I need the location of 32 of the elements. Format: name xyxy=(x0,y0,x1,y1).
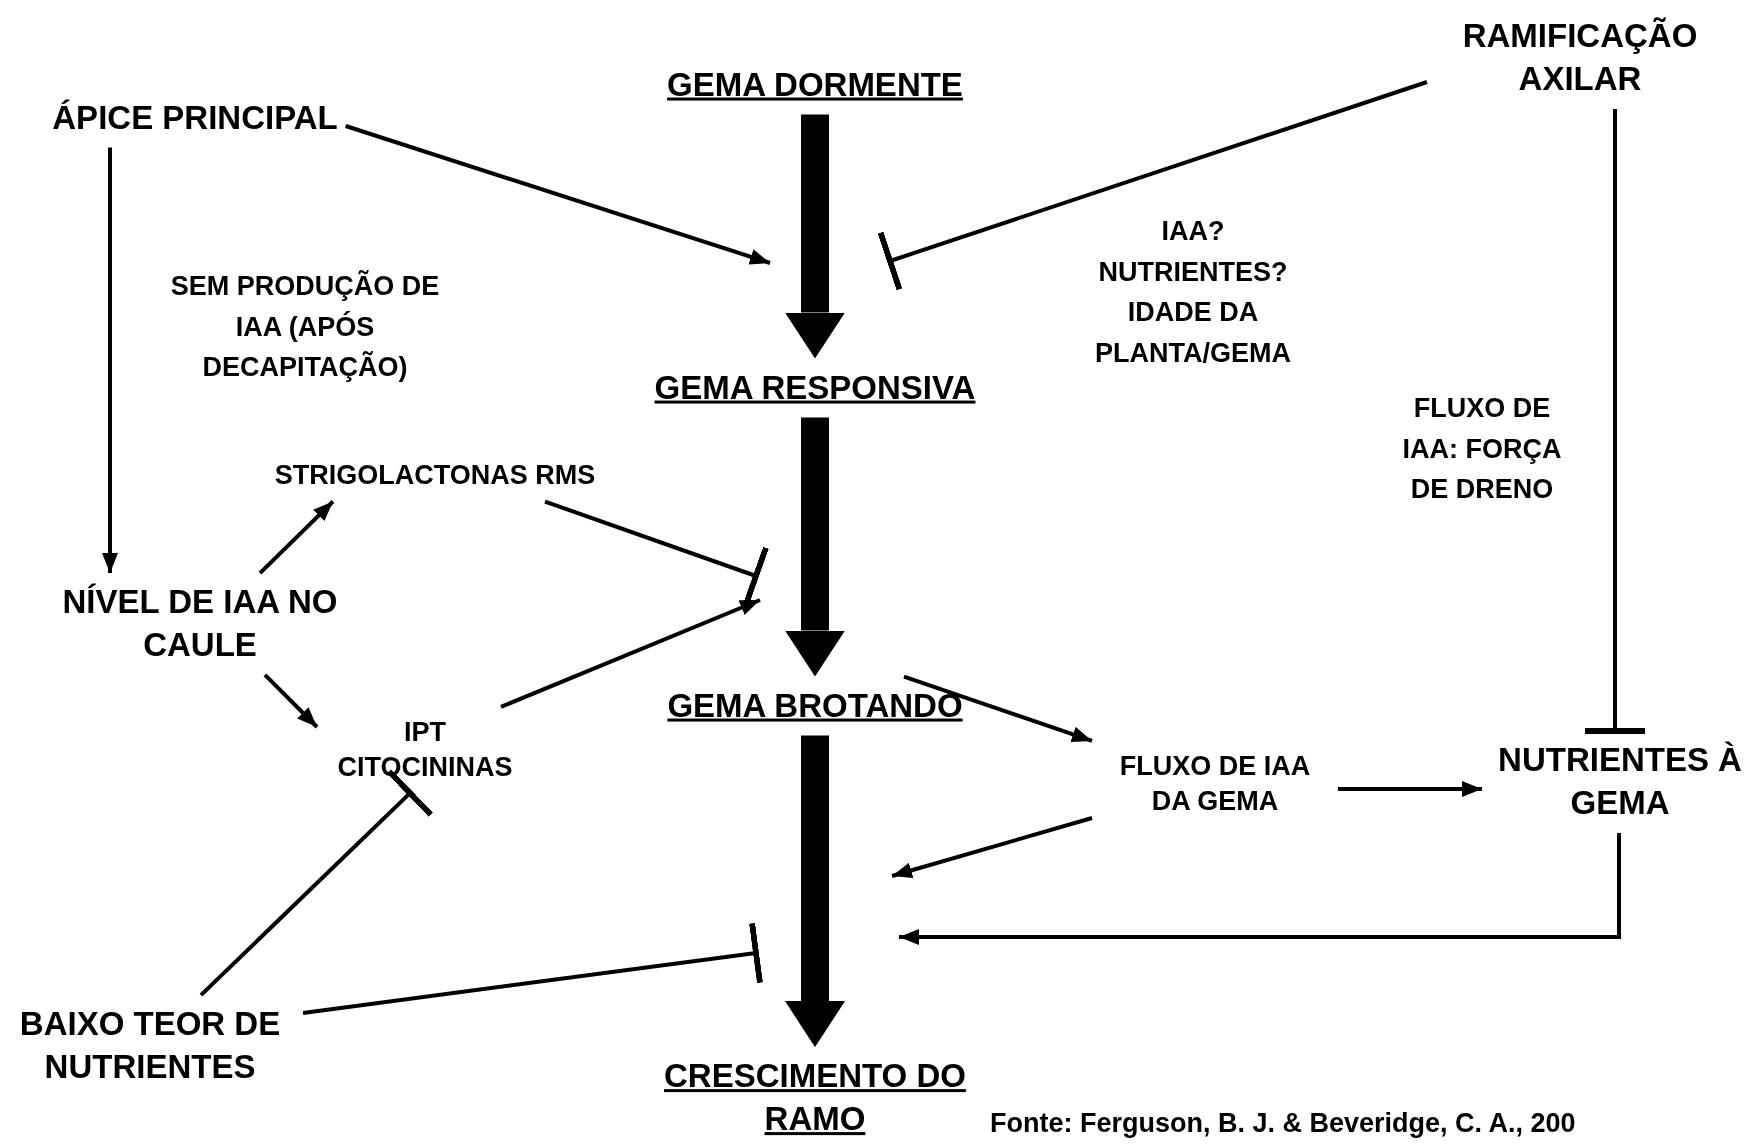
inhibition-line xyxy=(199,769,433,997)
block-arrow xyxy=(785,114,845,359)
arrow xyxy=(258,500,335,575)
factor-label: FLUXO DE IAA DA GEMA xyxy=(1100,748,1330,820)
arrow xyxy=(891,816,1093,879)
inhibition-line xyxy=(302,922,763,1015)
factor-label: STRIGOLACTONAS RMS xyxy=(274,458,596,494)
factor-label: RAMIFICAÇÃO AXILAR xyxy=(1435,15,1725,101)
factor-label: NÍVEL DE IAA NO CAULE xyxy=(30,581,370,667)
arrow xyxy=(903,674,1093,743)
factor-label: ÁPICE PRINCIPAL xyxy=(52,96,338,140)
arrow xyxy=(102,147,118,574)
arrow xyxy=(899,832,1621,945)
arrow xyxy=(263,673,319,729)
edge-label: IAA? NUTRIENTES? IDADE DA PLANTA/GEMA xyxy=(1094,215,1292,370)
caption: Fonte: Ferguson, B. J. & Beveridge, C. A., 200 xyxy=(990,1108,1576,1139)
factor-label: IPT CITOCININAS xyxy=(325,714,525,786)
stage-label: CRESCIMENTO DO RAMO xyxy=(645,1055,985,1141)
arrow xyxy=(345,124,771,265)
factor-label: BAIXO TEOR DE NUTRIENTES xyxy=(5,1003,295,1089)
arrow xyxy=(500,598,761,709)
edge-label: FLUXO DE IAA: FORÇA DE DRENO xyxy=(1401,392,1563,507)
block-arrow xyxy=(785,417,845,677)
inhibition-line xyxy=(877,80,1428,291)
factor-label: NUTRIENTES À GEMA xyxy=(1490,739,1750,825)
stage-label: GEMA RESPONSIVA xyxy=(654,366,976,410)
arrow xyxy=(1338,781,1482,797)
inhibition-line xyxy=(1585,108,1645,735)
stage-label: GEMA DORMENTE xyxy=(667,63,963,107)
block-arrow xyxy=(785,735,845,1048)
stage-label: GEMA BROTANDO xyxy=(667,684,963,728)
edge-label: SEM PRODUÇÃO DE IAA (APÓS DECAPITAÇÃO) xyxy=(170,269,440,385)
